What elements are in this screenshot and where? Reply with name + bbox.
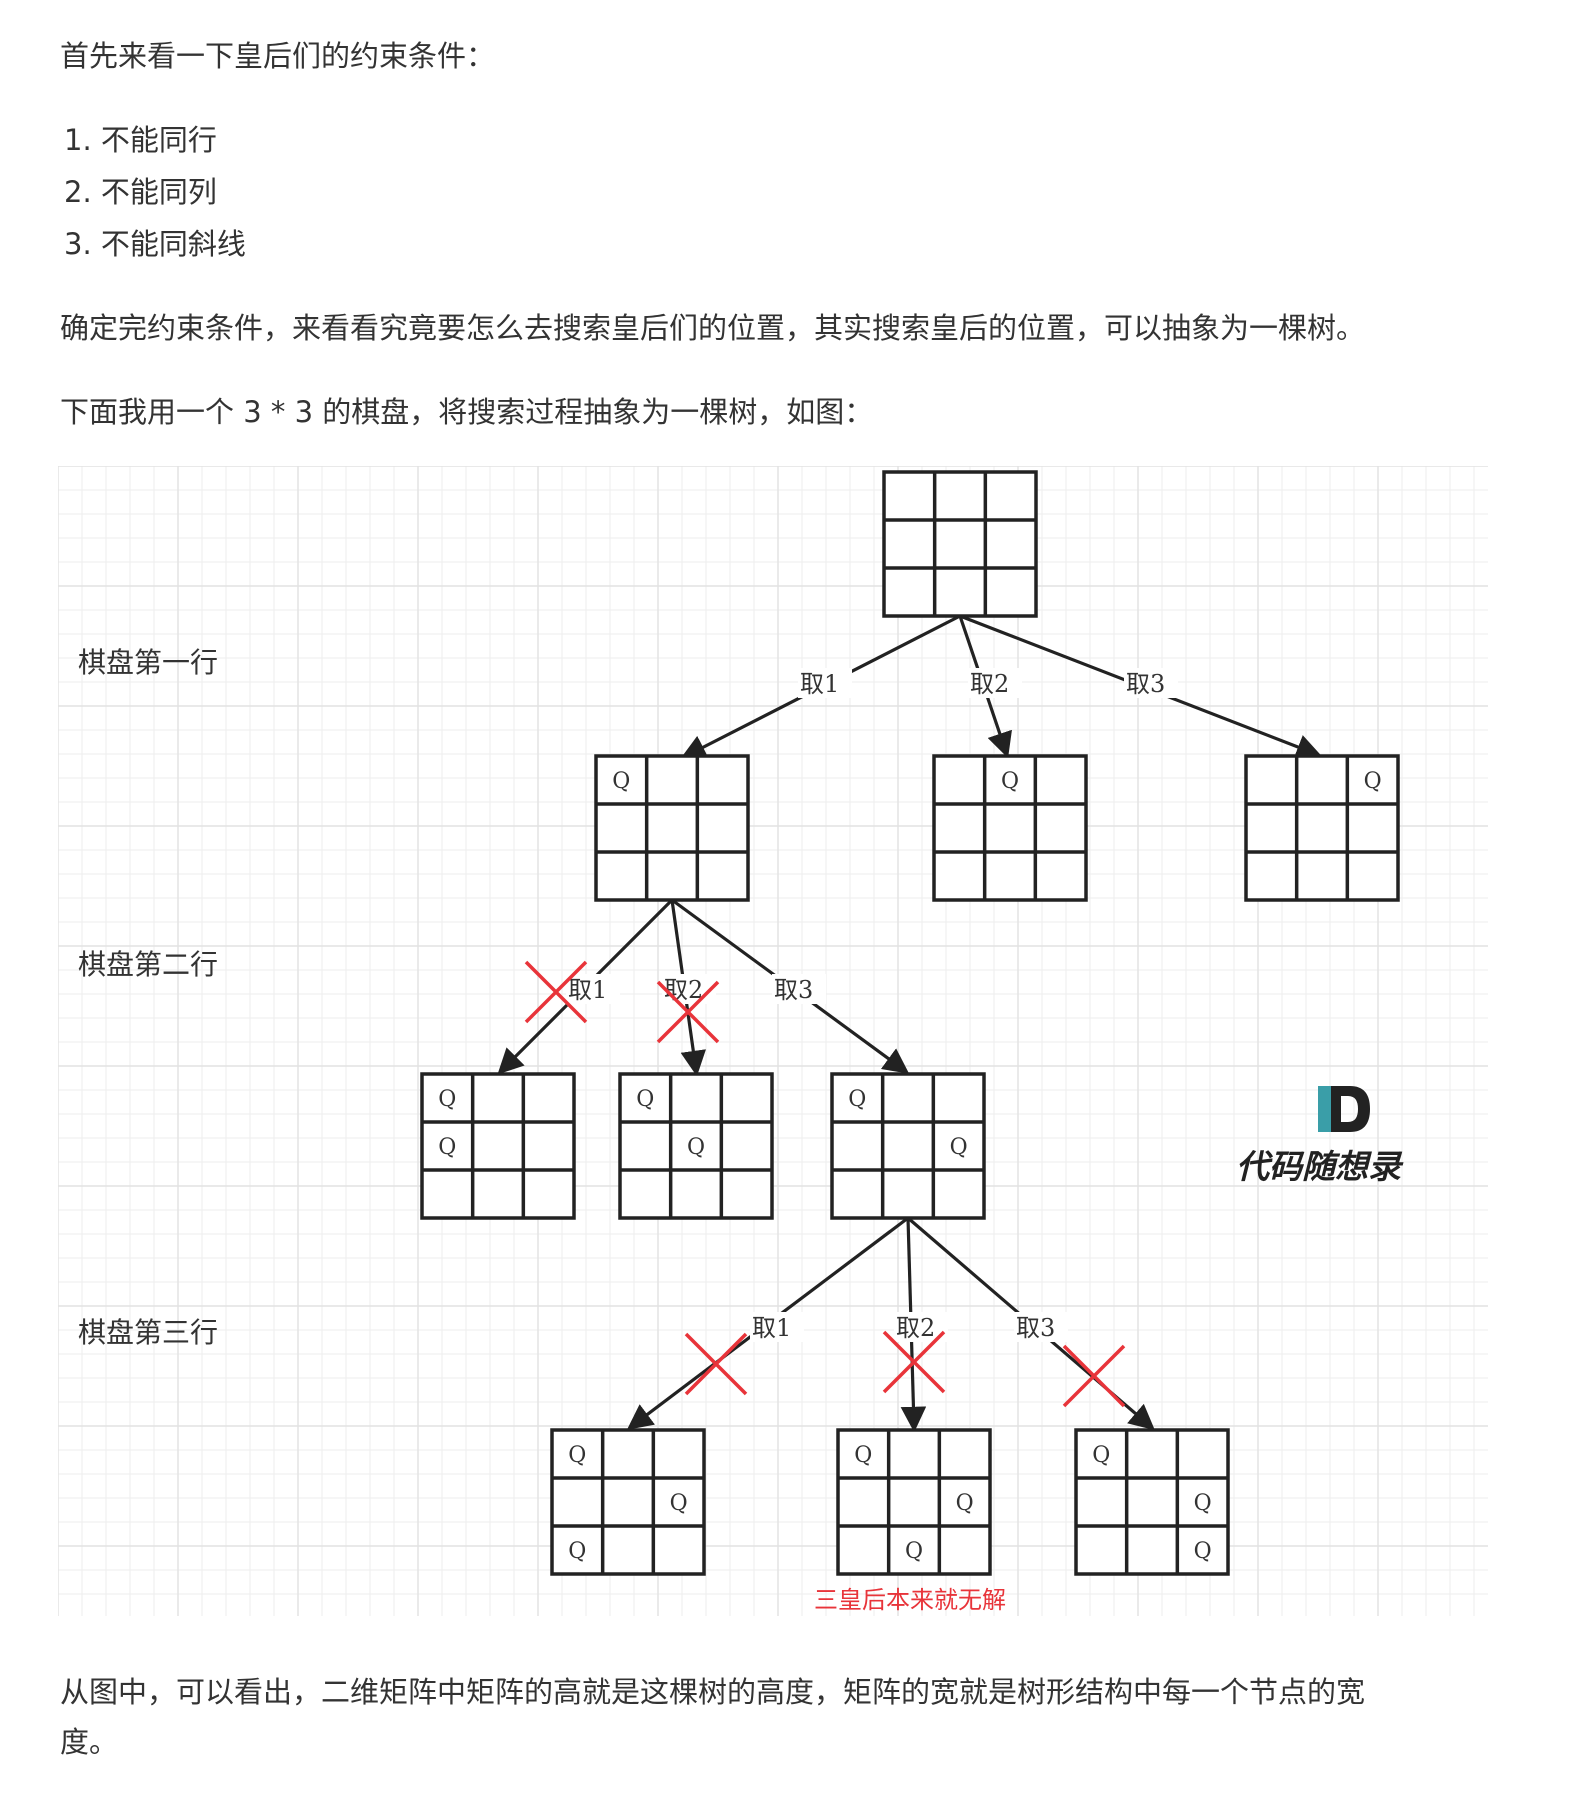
cross-stroke (1062, 1344, 1126, 1408)
queen-marker: Q (687, 1135, 705, 1160)
board-frame (882, 470, 1038, 618)
queen-marker: Q (568, 1539, 586, 1564)
cross-stroke (684, 1332, 748, 1396)
queen-marker: Q (636, 1087, 654, 1112)
queen-marker: Q (1194, 1539, 1212, 1564)
queen-marker: Q (1001, 769, 1019, 794)
board-frame (618, 1072, 774, 1220)
edge-label-l3-take1: 取1 (752, 1314, 791, 1342)
queen-marker: Q (848, 1087, 866, 1112)
edge-label-l1-take1: 取1 (800, 670, 839, 698)
edge-label-l1-take3: 取3 (1126, 670, 1165, 698)
constraint-item-2: 2. 不能同列 (64, 175, 217, 209)
queen-marker: Q (1092, 1443, 1110, 1468)
queen-marker: Q (950, 1135, 968, 1160)
cross-stroke (656, 980, 720, 1044)
board-frame (594, 754, 750, 902)
cross-l2-take1 (524, 960, 588, 1024)
paragraph-conclusion-line2: 度。 (60, 1725, 119, 1759)
watermark-logo: 代码随想录 (1236, 1086, 1404, 1186)
background-grid (58, 466, 1488, 1616)
queen-marker: Q (438, 1087, 456, 1112)
watermark-text: 代码随想录 (1236, 1147, 1404, 1186)
queen-marker: Q (905, 1539, 923, 1564)
board-l3-take3: QQQ (1074, 1428, 1230, 1576)
board-frame (1244, 754, 1400, 902)
board-l1-take1: Q (594, 754, 750, 902)
board-frame (1074, 1428, 1230, 1576)
queen-marker: Q (612, 769, 630, 794)
pruned-branch-crosses (524, 960, 1126, 1408)
row-label-3: 棋盘第三行 (78, 1316, 218, 1349)
edge-label-l3-take2: 取2 (896, 1314, 935, 1342)
cross-l3-take1 (684, 1332, 748, 1396)
cross-l3-take2 (882, 1330, 946, 1394)
board-l3-take1: Q Q Q (550, 1428, 706, 1576)
board-l1-take2: Q (932, 754, 1088, 902)
board-frame (836, 1428, 992, 1576)
cross-l3-take3 (1062, 1344, 1126, 1408)
intro-text: 首先来看一下皇后们的约束条件： (60, 39, 496, 73)
logo-d-teal-bar (1318, 1086, 1331, 1132)
queen-marker: Q (438, 1135, 456, 1160)
constraint-item-1: 1. 不能同行 (64, 123, 217, 157)
row-label-1: 棋盘第一行 (78, 646, 218, 679)
board-frame (932, 754, 1088, 902)
board-l2-take3: QQ (830, 1072, 986, 1220)
board-l2-take2: QQ (618, 1072, 774, 1220)
queen-marker: Q (1194, 1491, 1212, 1516)
board-l1-take3: Q (1244, 754, 1400, 902)
board-frame (830, 1072, 986, 1220)
tree-edges (497, 614, 1322, 1433)
paragraph-3x3-board: 下面我用一个 3 * 3 的棋盘，将搜索过程抽象为一棵树，如图： (60, 395, 874, 429)
queen-marker: Q (956, 1491, 974, 1516)
queen-marker: Q (670, 1491, 688, 1516)
edge-label-l3-take3: 取3 (1016, 1314, 1055, 1342)
board-frame (420, 1072, 576, 1220)
edge-label-l2-take3: 取3 (774, 976, 813, 1004)
board-root (882, 470, 1038, 618)
cross-stroke (524, 960, 588, 1024)
cross-l2-take2 (656, 980, 720, 1044)
cross-stroke (882, 1330, 946, 1394)
board-l2-take1: QQ (420, 1072, 576, 1220)
edge-label-l1-take2: 取2 (970, 670, 1009, 698)
paragraph-tree-abstraction: 确定完约束条件，来看看究竟要怎么去搜索皇后们的位置，其实搜索皇后的位置，可以抽象… (60, 311, 1366, 345)
queen-marker: Q (1364, 769, 1382, 794)
edge-label-l2-take2: 取2 (664, 976, 703, 1004)
board-frame (550, 1428, 706, 1576)
logo-d-icon (1341, 1086, 1370, 1132)
constraint-item-3: 3. 不能同斜线 (64, 227, 246, 261)
board-l3-take2: Q Q Q (836, 1428, 992, 1576)
no-solution-note: 三皇后本来就无解 (814, 1586, 1006, 1614)
row-label-2: 棋盘第二行 (78, 948, 218, 981)
queen-marker: Q (854, 1443, 872, 1468)
paragraph-conclusion-line1: 从图中，可以看出，二维矩阵中矩阵的高就是这棵树的高度，矩阵的宽就是树形结构中每一… (60, 1675, 1366, 1709)
queen-marker: Q (568, 1443, 586, 1468)
edge-label-l2-take1: 取1 (568, 976, 607, 1004)
